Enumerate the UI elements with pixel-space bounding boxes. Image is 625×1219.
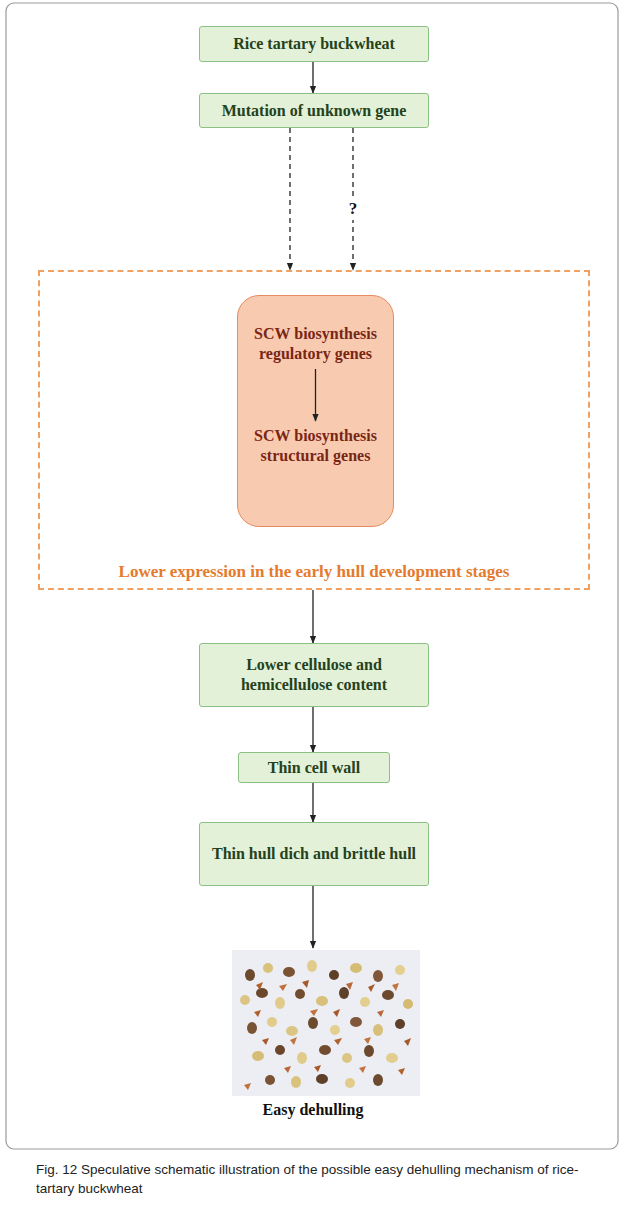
box-text: Thin cell wall [268,758,360,778]
box-text: Mutation of unknown gene [222,101,406,121]
process-box: Thin cell wall [238,752,390,783]
flow-arrow [312,783,313,822]
figure-frame [6,3,618,1149]
process-box: Lower cellulose and hemicellulose conten… [199,643,429,707]
box-text: SCW biosynthesis regulatory genes [242,324,389,364]
flow-arrow [312,62,313,93]
process-box: Thin hull dich and brittle hull [199,822,429,886]
figure-caption: Fig. 12 Speculative schematic illustrati… [36,1160,596,1198]
dashed-region: Lower expression in the early hull devel… [38,270,590,590]
gene-arrow [315,369,316,421]
flow-arrow [312,707,313,752]
seed-photo [232,950,420,1096]
box-text: Thin hull dich and brittle hull [212,844,416,864]
box-text: Lower cellulose and hemicellulose conten… [210,655,418,695]
start-box: Rice tartary buckwheat [199,26,429,62]
dashed-arrow [289,128,290,270]
box-text: SCW biosynthesis structural genes [242,426,389,466]
edge-label: ? [346,198,361,220]
photo-label: Easy dehulling [180,1101,446,1119]
gene-box: SCW biosynthesis regulatory genesSCW bio… [237,295,394,527]
flow-arrow [312,590,313,643]
box-text: Rice tartary buckwheat [233,34,395,54]
photo-arrow [312,886,313,948]
process-box: Mutation of unknown gene [199,93,429,128]
region-label: Lower expression in the early hull devel… [40,562,588,582]
